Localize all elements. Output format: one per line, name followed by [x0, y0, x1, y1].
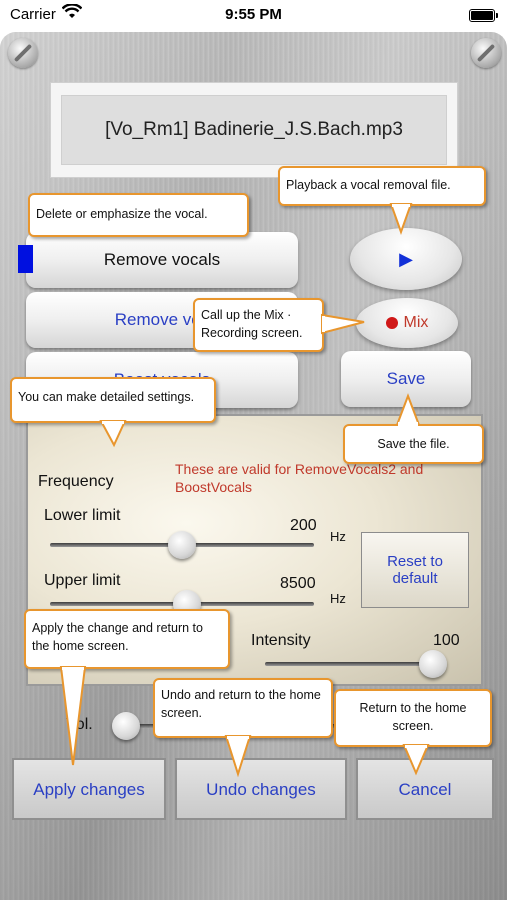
- callout-cancel-tail: [402, 744, 430, 776]
- screw-icon: [8, 38, 38, 68]
- volume-slider[interactable]: [112, 712, 140, 740]
- intensity-value: 100: [433, 632, 460, 649]
- undo-changes-button[interactable]: Undo changes: [175, 758, 347, 820]
- battery-icon: [469, 9, 498, 22]
- status-bar: Carrier 9:55 PM: [0, 0, 507, 32]
- callout-apply: Apply the change and return to the home …: [24, 609, 230, 669]
- record-dot-icon: [385, 317, 398, 329]
- mix-button[interactable]: Mix: [356, 298, 458, 348]
- callout-mix: Call up the Mix · Recording screen.: [193, 298, 324, 352]
- callout-delete-emphasize: Delete or emphasize the vocal.: [28, 193, 249, 237]
- save-button[interactable]: Save: [341, 351, 471, 407]
- play-button[interactable]: ▶: [350, 228, 462, 290]
- cancel-button[interactable]: Cancel: [356, 758, 494, 820]
- frequency-label: Frequency: [38, 473, 114, 490]
- upper-limit-label: Upper limit: [44, 572, 121, 589]
- apply-changes-button[interactable]: Apply changes: [12, 758, 166, 820]
- intensity-slider[interactable]: [419, 650, 447, 678]
- callout-playback: Playback a vocal removal file.: [278, 166, 486, 206]
- settings-note: These are valid for RemoveVocals2 and Bo…: [175, 461, 424, 495]
- callout-playback-tail: [389, 203, 413, 235]
- mix-label: Mix: [403, 314, 429, 331]
- intensity-track: [265, 662, 433, 666]
- callout-detailed-settings: You can make detailed settings.: [10, 377, 216, 423]
- reset-default-label: Reset to default: [387, 553, 443, 587]
- lower-limit-unit: Hz: [330, 529, 346, 544]
- callout-detailed-tail: [99, 420, 127, 448]
- file-name: [Vo_Rm1] Badinerie_J.S.Bach.mp3: [61, 95, 447, 165]
- selected-indicator: [18, 245, 33, 273]
- callout-undo: Undo and return to the home screen.: [153, 678, 333, 738]
- clock: 9:55 PM: [225, 6, 282, 23]
- callout-undo-tail: [224, 735, 252, 778]
- reset-default-button[interactable]: Reset to default: [361, 532, 469, 608]
- lower-limit-slider[interactable]: [168, 531, 196, 559]
- carrier-label: Carrier: [10, 6, 56, 23]
- lower-limit-value: 200: [290, 517, 317, 534]
- callout-cancel: Return to the home screen.: [334, 689, 492, 747]
- lower-limit-label: Lower limit: [44, 507, 121, 524]
- callout-save-tail: [395, 393, 421, 426]
- wifi-icon: [61, 3, 83, 25]
- file-name-box: [Vo_Rm1] Badinerie_J.S.Bach.mp3: [50, 82, 458, 178]
- callout-save: Save the file.: [343, 424, 484, 464]
- screw-icon: [471, 38, 501, 68]
- callout-mix-tail: [321, 313, 365, 335]
- remove-vocals-button[interactable]: Remove vocals: [26, 232, 298, 288]
- intensity-label: Intensity: [251, 632, 311, 649]
- upper-limit-unit: Hz: [330, 591, 346, 606]
- play-icon: ▶: [399, 248, 413, 269]
- upper-limit-value: 8500: [280, 575, 316, 592]
- callout-apply-tail: [59, 666, 87, 766]
